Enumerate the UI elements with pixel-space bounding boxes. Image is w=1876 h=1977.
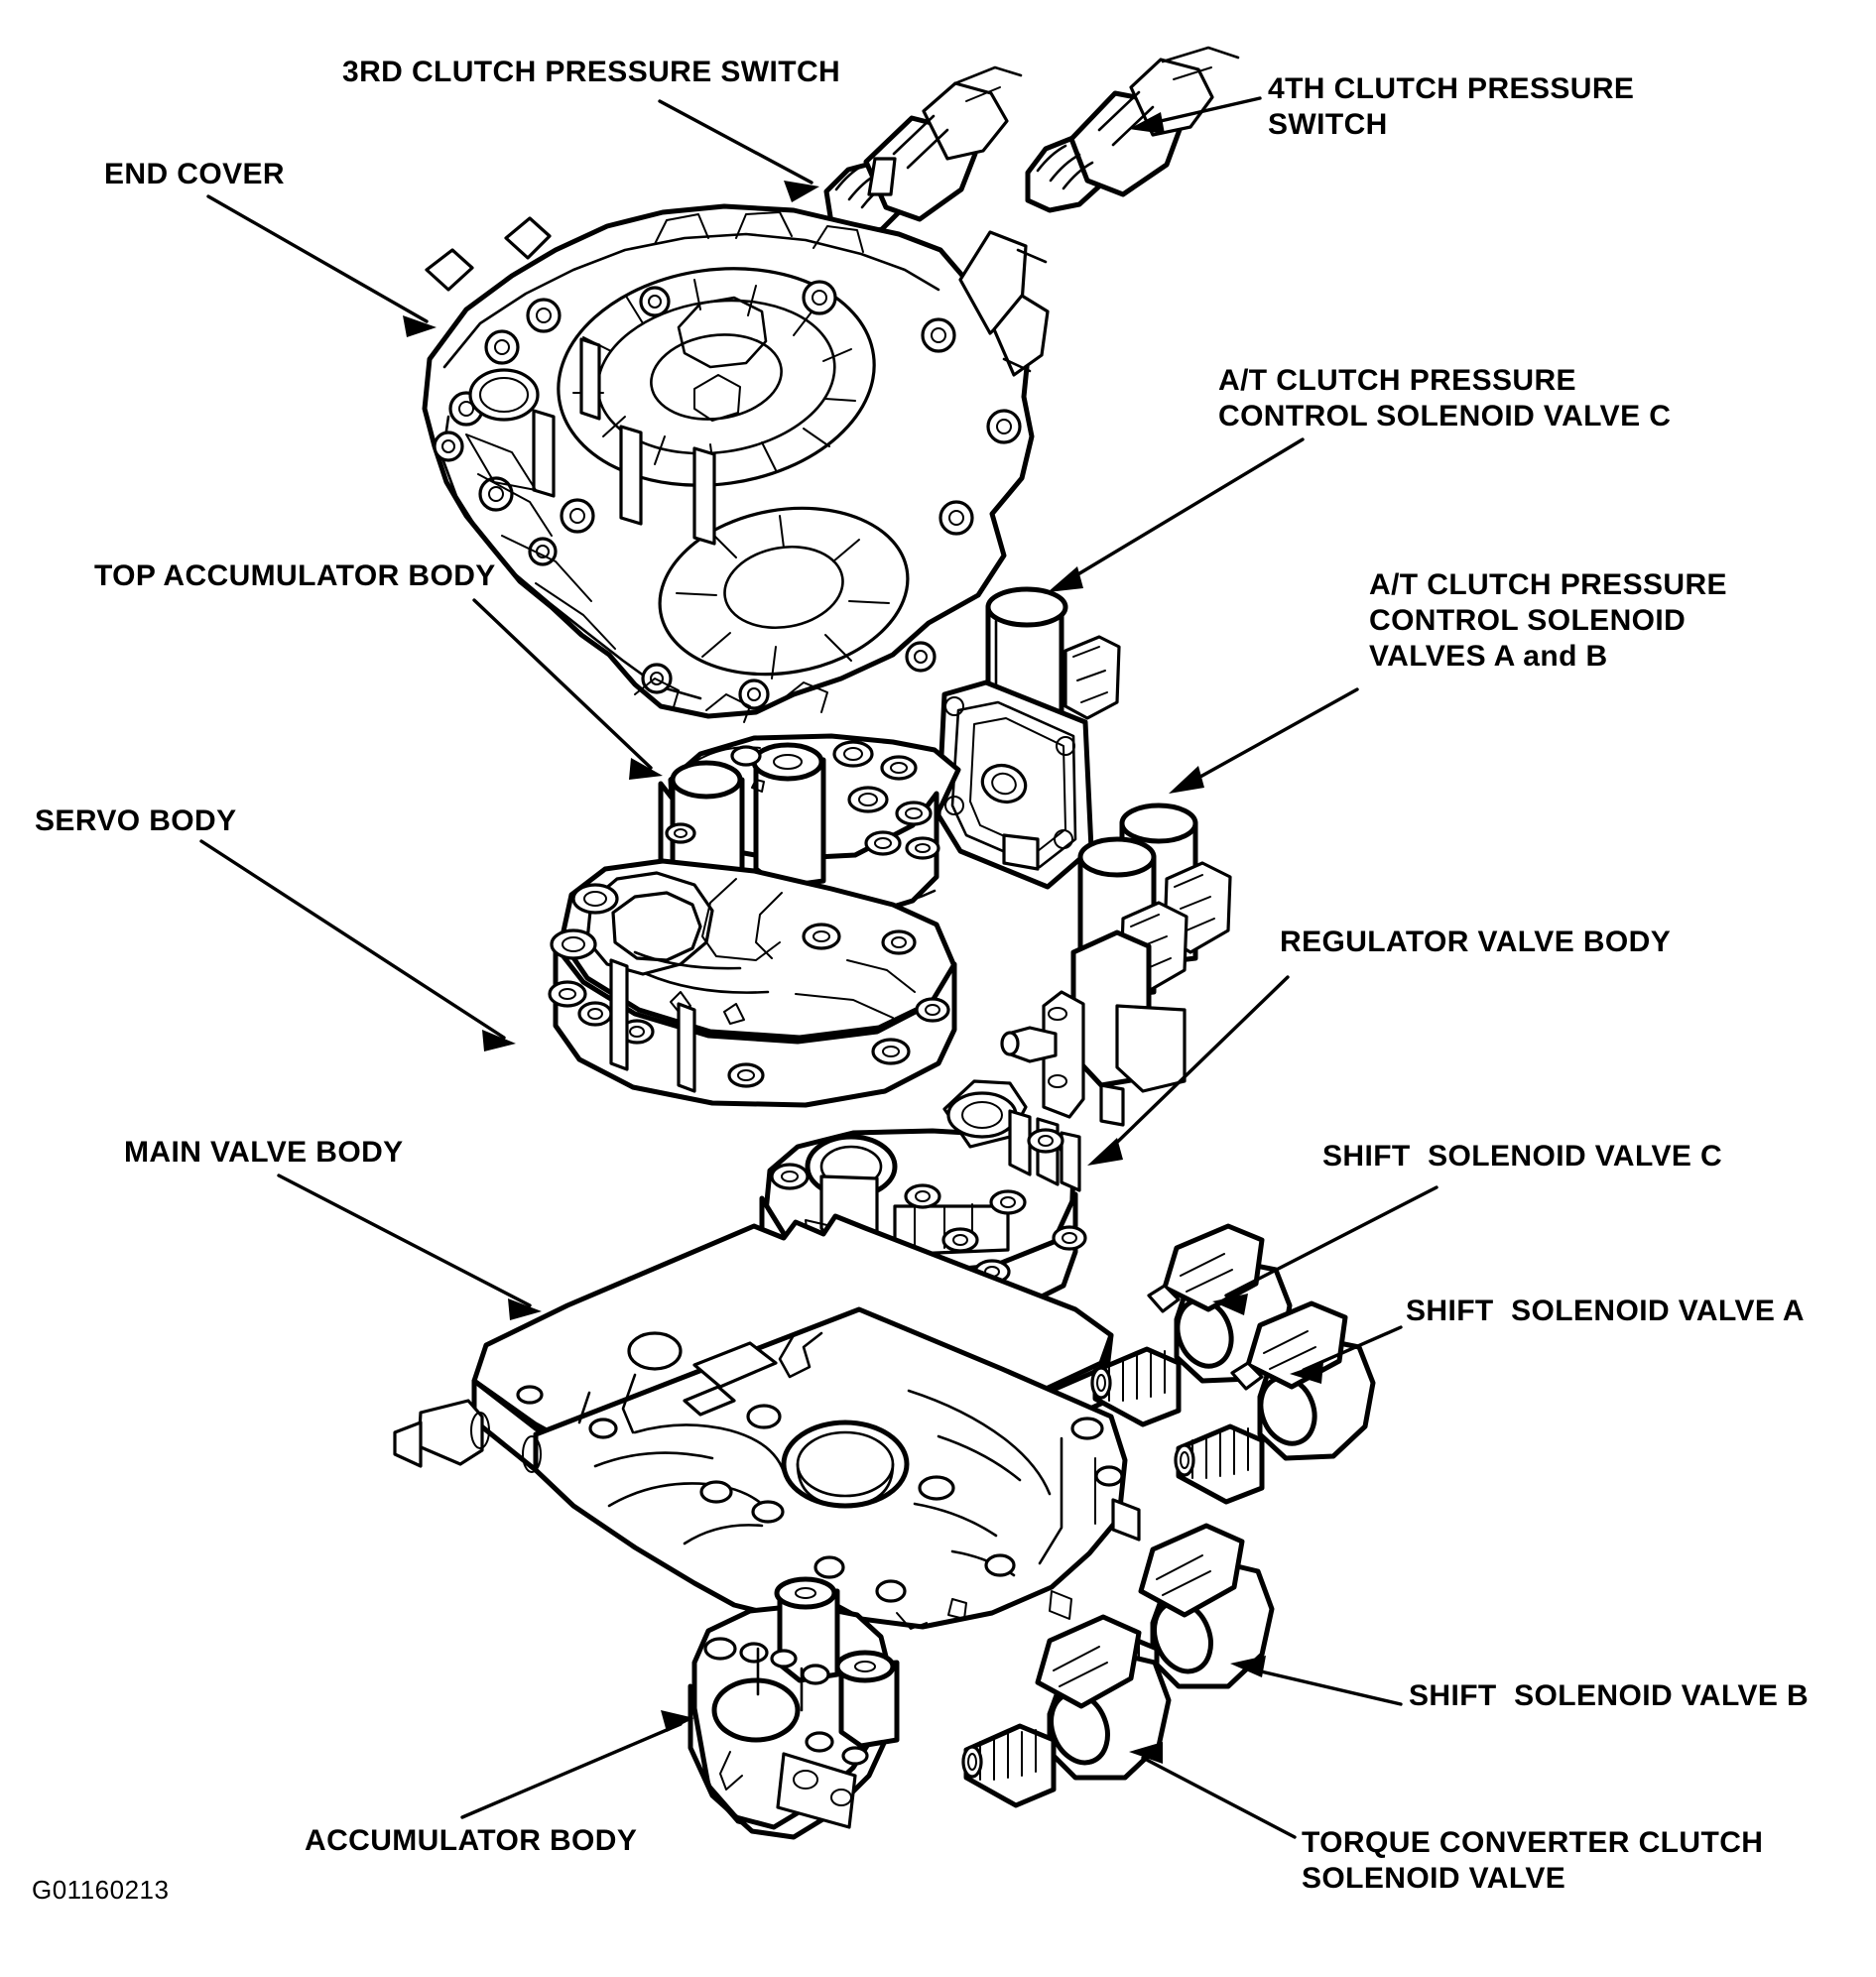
- leader-accumulator-body: [460, 1710, 694, 1819]
- leader-third-clutch-pressure-switch: [658, 99, 819, 202]
- part-at-solenoid-valves-ab: [1000, 803, 1232, 1127]
- label-line-1: A/T CLUTCH PRESSURE: [1218, 364, 1576, 397]
- label-third-clutch-pressure-switch: 3RD CLUTCH PRESSURE SWITCH: [342, 56, 841, 88]
- leader-fourth-clutch-pressure-switch: [1129, 96, 1262, 134]
- part-servo-body: [548, 858, 957, 1108]
- figure-id-code: G01160213: [32, 1875, 170, 1905]
- part-torque-converter-clutch-solenoid-valve: [961, 1614, 1172, 1808]
- label-line-1: 4TH CLUTCH PRESSURE: [1268, 72, 1635, 105]
- label-line-1: A/T CLUTCH PRESSURE: [1369, 568, 1727, 601]
- leader-lines: [199, 96, 1438, 1839]
- label-line-2: CONTROL SOLENOID: [1369, 604, 1687, 637]
- leader-top-accumulator-body: [472, 598, 663, 780]
- label-line-2: SWITCH: [1268, 108, 1388, 141]
- label-regulator-valve-body: REGULATOR VALVE BODY: [1280, 926, 1672, 958]
- leader-at-solenoid-valves-ab: [1169, 687, 1359, 794]
- label-accumulator-body: ACCUMULATOR BODY: [305, 1824, 638, 1857]
- leader-end-cover: [206, 194, 437, 337]
- leader-torque-converter-clutch-solenoid-valve: [1129, 1742, 1297, 1839]
- leader-shift-solenoid-valve-c: [1212, 1185, 1438, 1315]
- part-fourth-clutch-pressure-switch: [1025, 46, 1240, 213]
- label-end-cover: END COVER: [104, 158, 285, 190]
- part-main-valve-body: [393, 1213, 1141, 1630]
- label-shift-solenoid-valve-a: SHIFT SOLENOID VALVE A: [1406, 1295, 1805, 1327]
- leader-regulator-valve-body: [1087, 975, 1290, 1166]
- label-line-3: VALVES A and B: [1369, 640, 1608, 673]
- label-shift-solenoid-valve-c: SHIFT SOLENOID VALVE C: [1322, 1140, 1723, 1173]
- part-third-clutch-pressure-switch: [823, 65, 1023, 240]
- label-line-1: TORQUE CONVERTER CLUTCH: [1302, 1826, 1764, 1859]
- label-top-accumulator-body: TOP ACCUMULATOR BODY: [94, 559, 496, 592]
- part-at-solenoid-valve-c: [936, 586, 1121, 890]
- leader-shift-solenoid-valve-b: [1230, 1656, 1403, 1706]
- leader-main-valve-body: [277, 1174, 542, 1320]
- label-servo-body: SERVO BODY: [35, 804, 237, 837]
- leader-servo-body: [199, 839, 516, 1051]
- label-main-valve-body: MAIN VALVE BODY: [124, 1136, 404, 1169]
- part-accumulator-body: [688, 1576, 900, 1840]
- label-line-2: CONTROL SOLENOID VALVE C: [1218, 400, 1672, 432]
- part-end-cover: [422, 157, 1050, 723]
- label-line-2: SOLENOID VALVE: [1302, 1862, 1566, 1895]
- leader-shift-solenoid-valve-a: [1290, 1325, 1403, 1384]
- leader-at-solenoid-valve-c: [1048, 437, 1305, 592]
- label-shift-solenoid-valve-b: SHIFT SOLENOID VALVE B: [1409, 1679, 1810, 1712]
